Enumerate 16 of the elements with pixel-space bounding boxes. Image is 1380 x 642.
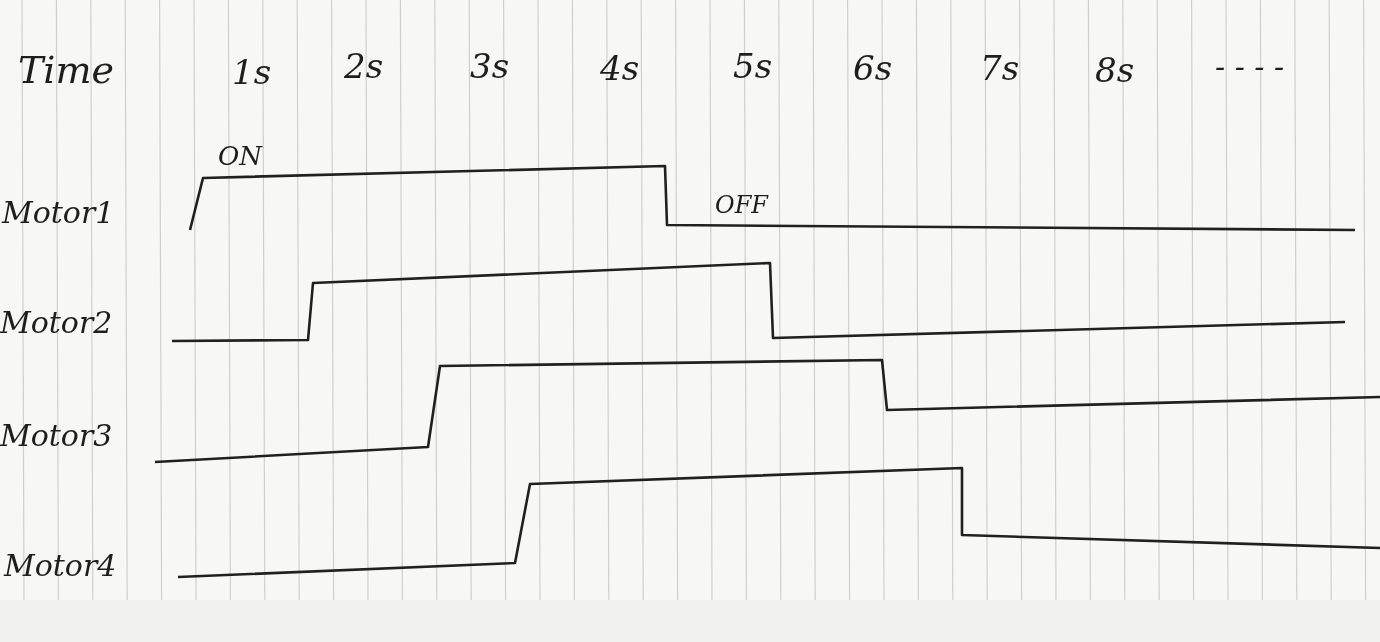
time-tick: 2s [344,46,384,86]
time-tick: 7s [980,48,1020,88]
time-tick: 1s [232,52,272,92]
axis-title: Time [18,48,115,92]
continuation-mark: - - - - [1215,48,1285,84]
signal-name: Motor2 [0,304,113,340]
signal-name: Motor1 [2,194,115,230]
time-tick: 5s [733,46,773,86]
signal-name: Motor4 [4,547,117,583]
time-tick: 3s [470,46,510,86]
time-tick: 6s [853,48,893,88]
time-tick: 8s [1095,50,1135,90]
time-tick: 4s [600,48,640,88]
signal-name: Motor3 [0,417,113,453]
state-label: ON [218,141,263,171]
state-label: OFF [715,191,768,219]
